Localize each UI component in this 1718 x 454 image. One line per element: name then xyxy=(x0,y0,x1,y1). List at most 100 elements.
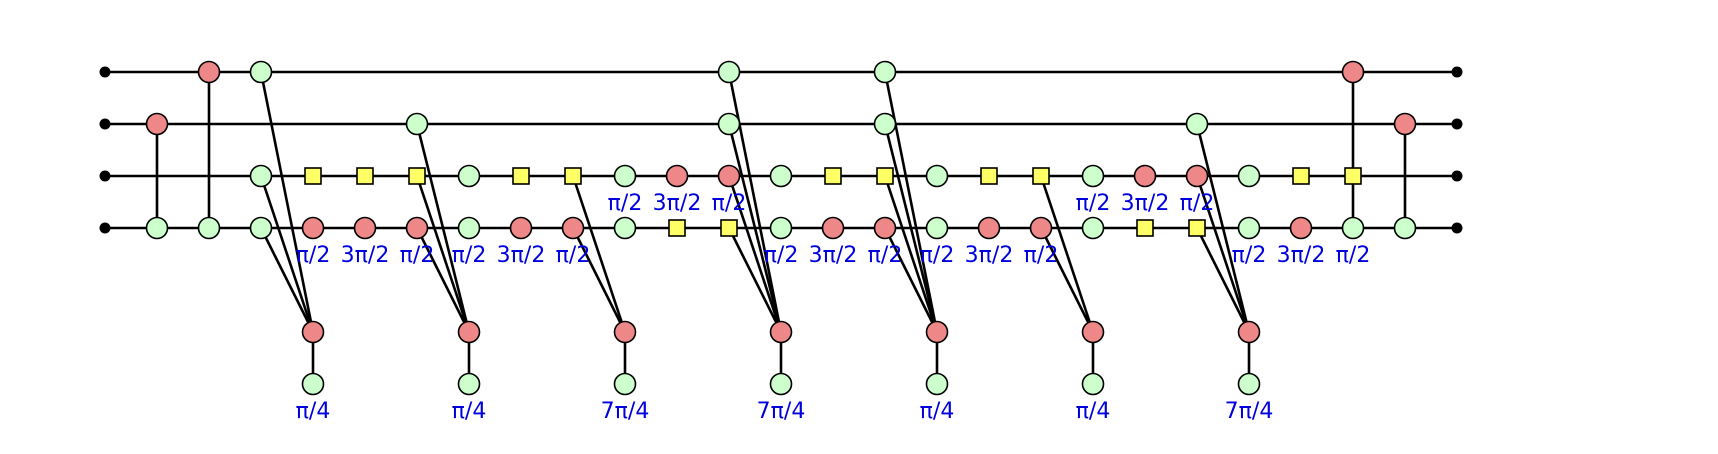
boundary-output-0 xyxy=(1451,66,1463,78)
phase-label: 7π/4 xyxy=(1225,399,1274,424)
hadamard-box xyxy=(824,167,842,185)
x-spider xyxy=(665,164,689,188)
edge-26 xyxy=(1039,227,1095,333)
z-spider xyxy=(717,60,741,84)
phase-label: π/2 xyxy=(920,243,955,268)
boundary-output-2 xyxy=(1451,170,1463,182)
x-spider xyxy=(145,112,169,136)
x-spider xyxy=(301,216,325,240)
x-spider xyxy=(1029,216,1053,240)
x-spider xyxy=(1341,60,1365,84)
z-spider xyxy=(1341,216,1365,240)
edge-28 xyxy=(1195,175,1251,333)
x-spider xyxy=(457,320,481,344)
edge-5 xyxy=(259,227,315,333)
z-spider xyxy=(1237,372,1261,396)
z-spider xyxy=(613,164,637,188)
edge-6 xyxy=(259,71,315,333)
boundary-input-3 xyxy=(99,222,111,234)
z-spider xyxy=(249,164,273,188)
phase-label: π/4 xyxy=(296,399,331,424)
edge-20 xyxy=(883,175,939,333)
z-spider xyxy=(1393,216,1417,240)
z-spider xyxy=(1237,164,1261,188)
x-spider xyxy=(561,216,585,240)
z-spider xyxy=(769,164,793,188)
edge-21 xyxy=(883,227,939,333)
phase-label: π/2 xyxy=(556,243,591,268)
x-spider xyxy=(1393,112,1417,136)
edge-10 xyxy=(415,123,471,333)
x-spider xyxy=(1133,164,1157,188)
hadamard-box xyxy=(564,167,582,185)
x-spider xyxy=(925,320,949,344)
phase-label: π/2 xyxy=(296,243,331,268)
x-spider xyxy=(353,216,377,240)
edge-29 xyxy=(1195,227,1251,333)
x-spider xyxy=(405,216,429,240)
phase-label: 3π/2 xyxy=(341,243,390,268)
z-spider xyxy=(457,372,481,396)
x-spider xyxy=(769,320,793,344)
x-spider xyxy=(717,164,741,188)
phase-label: π/2 xyxy=(764,243,799,268)
z-spider xyxy=(873,60,897,84)
boundary-input-0 xyxy=(99,66,111,78)
hadamard-box xyxy=(1188,219,1206,237)
phase-label: π/2 xyxy=(712,191,747,216)
z-spider xyxy=(145,216,169,240)
z-spider xyxy=(717,112,741,136)
hadamard-box xyxy=(408,167,426,185)
phase-label: π/2 xyxy=(1232,243,1267,268)
hadamard-box xyxy=(1292,167,1310,185)
hadamard-box xyxy=(304,167,322,185)
phase-label: π/2 xyxy=(1076,191,1111,216)
phase-label: π/2 xyxy=(1024,243,1059,268)
phase-label: π/4 xyxy=(452,399,487,424)
phase-label: 3π/2 xyxy=(965,243,1014,268)
z-spider xyxy=(1081,372,1105,396)
edge-9 xyxy=(415,227,471,333)
z-spider xyxy=(249,60,273,84)
z-spider xyxy=(769,372,793,396)
x-spider xyxy=(1185,164,1209,188)
z-spider xyxy=(405,112,429,136)
edge-16 xyxy=(727,227,783,333)
x-spider xyxy=(1237,320,1261,344)
qubit-wires xyxy=(99,66,1463,234)
edge-4 xyxy=(259,175,315,333)
graph-nodes xyxy=(145,60,1417,396)
z-spider xyxy=(925,216,949,240)
edge-15 xyxy=(727,175,783,333)
phase-label: π/2 xyxy=(608,191,643,216)
edge-8 xyxy=(415,175,471,333)
phase-label: 3π/2 xyxy=(653,191,702,216)
hadamard-box xyxy=(356,167,374,185)
z-spider xyxy=(457,216,481,240)
phase-label: π/2 xyxy=(1180,191,1215,216)
boundary-input-2 xyxy=(99,170,111,182)
z-spider xyxy=(873,112,897,136)
z-spider xyxy=(613,216,637,240)
phase-label: 3π/2 xyxy=(497,243,546,268)
boundary-output-3 xyxy=(1451,222,1463,234)
z-spider xyxy=(925,372,949,396)
z-spider xyxy=(249,216,273,240)
x-spider xyxy=(977,216,1001,240)
edge-18 xyxy=(727,123,783,333)
x-spider xyxy=(301,320,325,344)
z-spider xyxy=(1081,164,1105,188)
x-spider xyxy=(197,60,221,84)
hadamard-box xyxy=(876,167,894,185)
x-spider xyxy=(1289,216,1313,240)
edge-25 xyxy=(1039,175,1095,333)
z-spider xyxy=(197,216,221,240)
hadamard-box xyxy=(720,219,738,237)
hadamard-box xyxy=(668,219,686,237)
phase-label: 7π/4 xyxy=(601,399,650,424)
x-spider xyxy=(873,216,897,240)
z-spider xyxy=(769,216,793,240)
z-spider xyxy=(301,372,325,396)
edge-13 xyxy=(571,227,627,333)
edge-30 xyxy=(1195,123,1251,333)
